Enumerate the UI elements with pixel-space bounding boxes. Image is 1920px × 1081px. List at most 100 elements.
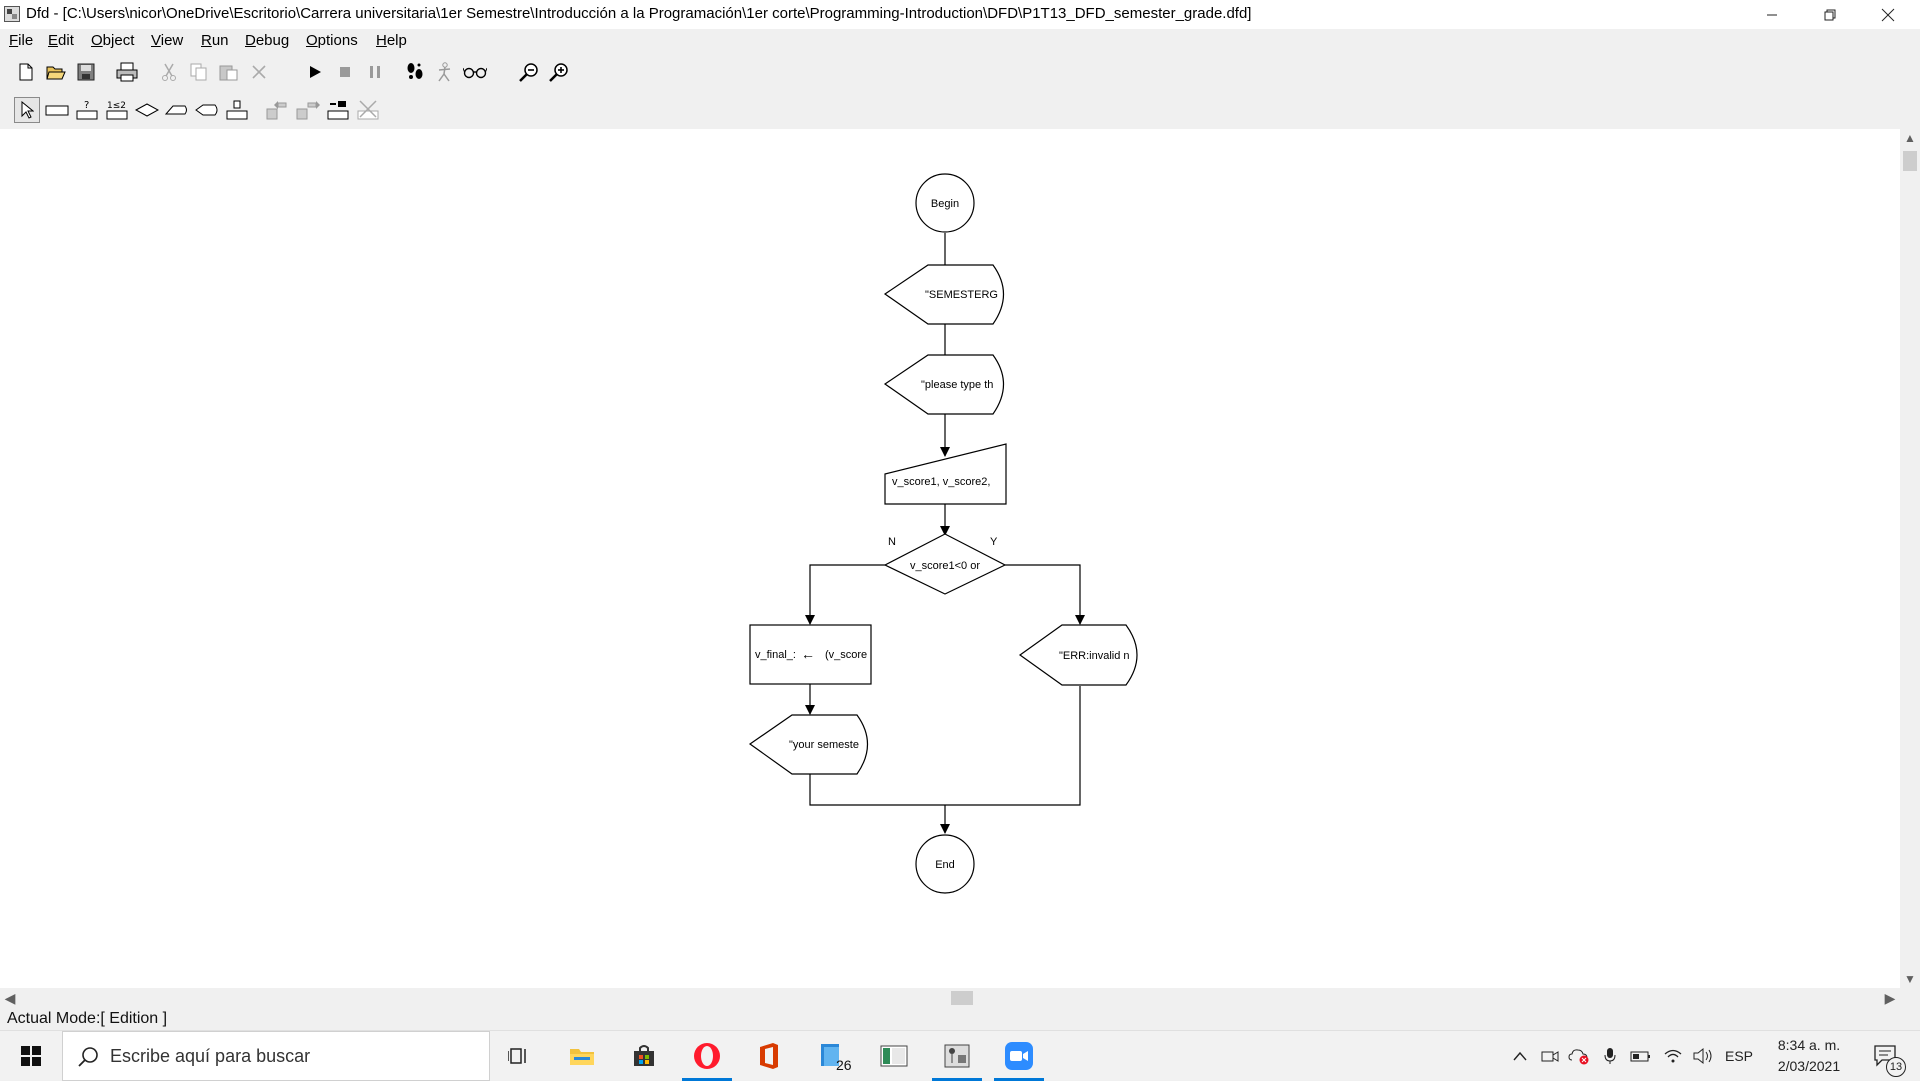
insert-before-tool[interactable] xyxy=(265,97,291,123)
files-app-button[interactable]: 26 xyxy=(803,1031,861,1081)
step-by-step-button[interactable] xyxy=(432,59,458,85)
clock-area[interactable]: 8:34 a. m. 2/03/2021 xyxy=(1764,1035,1854,1077)
end-node xyxy=(915,834,975,894)
play-icon xyxy=(310,66,321,78)
start-button[interactable] xyxy=(2,1031,60,1081)
wifi-icon xyxy=(1664,1049,1682,1063)
menu-file[interactable]: File xyxy=(9,32,34,49)
close-button[interactable] xyxy=(1859,0,1917,29)
output-tool[interactable] xyxy=(164,97,190,123)
cursor-tool[interactable] xyxy=(14,97,40,123)
meet-now-tray[interactable] xyxy=(1538,1031,1562,1081)
zoom-out-button[interactable] xyxy=(516,59,542,85)
branch-yes-label: Y xyxy=(990,536,998,548)
read-node xyxy=(884,443,1007,505)
while-cycle-tool[interactable] xyxy=(194,97,220,123)
search-placeholder: Escribe aquí para buscar xyxy=(110,1046,311,1066)
taskbar-search[interactable]: Escribe aquí para buscar xyxy=(62,1031,490,1081)
opera-button[interactable] xyxy=(678,1031,736,1081)
walker-icon xyxy=(438,62,451,82)
office-button[interactable] xyxy=(740,1031,798,1081)
copy-button[interactable] xyxy=(186,59,212,85)
vertical-scrollbar[interactable]: ▲ ▼ xyxy=(1900,129,1920,988)
language-indicator[interactable]: ESP xyxy=(1724,1048,1753,1064)
step-button[interactable] xyxy=(402,59,428,85)
notifications-button[interactable]: 13 xyxy=(1866,1031,1906,1081)
new-subprogram-tool[interactable] xyxy=(325,97,351,123)
pause-button[interactable] xyxy=(362,59,388,85)
menu-edit[interactable]: Edit xyxy=(48,32,74,49)
cloud-error-tray[interactable] xyxy=(1566,1031,1592,1081)
store-button[interactable] xyxy=(615,1031,673,1081)
for-cycle-tool[interactable]: 1≤2 xyxy=(104,97,130,123)
assignment-tool[interactable] xyxy=(44,97,70,123)
menu-bar: File Edit Object View Run Debug Options … xyxy=(0,29,1920,53)
menu-object[interactable]: Object xyxy=(91,32,135,49)
chevron-up-icon xyxy=(1513,1051,1527,1061)
menu-help[interactable]: Help xyxy=(376,32,407,49)
battery-tray[interactable] xyxy=(1628,1031,1654,1081)
subprogram-tool[interactable] xyxy=(224,97,250,123)
assignment-right-label: (v_score xyxy=(825,649,867,661)
read-tool[interactable]: ? xyxy=(74,97,100,123)
menu-view[interactable]: View xyxy=(151,32,184,49)
insert-after-tool[interactable] xyxy=(295,97,321,123)
task-view-button[interactable] xyxy=(490,1031,548,1081)
notification-center-icon xyxy=(1874,1045,1896,1067)
paste-button[interactable] xyxy=(216,59,242,85)
save-icon xyxy=(77,63,95,81)
scroll-up-icon[interactable]: ▲ xyxy=(1904,131,1916,145)
delete-subprogram-tool[interactable] xyxy=(355,97,381,123)
microphone-tray[interactable] xyxy=(1598,1031,1622,1081)
horizontal-scroll-thumb[interactable] xyxy=(951,991,973,1005)
copy-icon xyxy=(190,63,207,81)
stop-button[interactable] xyxy=(332,59,358,85)
vertical-scroll-thumb[interactable] xyxy=(1903,151,1917,171)
volume-tray[interactable] xyxy=(1690,1031,1716,1081)
paste-icon xyxy=(219,65,238,81)
pause-icon xyxy=(370,66,380,78)
dfd-app-icon xyxy=(4,6,20,22)
scroll-right-icon[interactable]: ▶ xyxy=(1884,989,1896,1006)
delete-button[interactable] xyxy=(246,59,272,85)
green-app-button[interactable] xyxy=(865,1031,923,1081)
menu-run[interactable]: Run xyxy=(201,32,229,49)
clock-date: 2/03/2021 xyxy=(1777,1058,1841,1074)
flowchart-canvas[interactable]: Begin "SEMESTERG "please type th v_score… xyxy=(0,129,1900,988)
wifi-tray[interactable] xyxy=(1660,1031,1686,1081)
assignment-arrow: ← xyxy=(801,646,815,662)
minimize-button[interactable] xyxy=(1743,0,1801,29)
scroll-down-icon[interactable]: ▼ xyxy=(1904,972,1916,986)
open-button[interactable] xyxy=(43,59,69,85)
output-node-1 xyxy=(883,264,1004,325)
save-button[interactable] xyxy=(73,59,99,85)
open-folder-icon xyxy=(46,66,66,80)
decision-tool[interactable] xyxy=(134,97,160,123)
run-button[interactable] xyxy=(302,59,328,85)
restore-button[interactable] xyxy=(1801,0,1859,29)
menu-options[interactable]: Options xyxy=(306,32,358,49)
cut-button[interactable] xyxy=(156,59,182,85)
dfd-taskbar-button[interactable] xyxy=(928,1031,986,1081)
show-hidden-icons-button[interactable] xyxy=(1508,1031,1532,1081)
output-node-3 xyxy=(748,714,868,775)
new-file-icon xyxy=(19,63,33,81)
insert-before-icon xyxy=(266,101,287,120)
print-button[interactable] xyxy=(114,59,140,85)
output-node-2 xyxy=(883,354,1004,415)
horizontal-scrollbar[interactable]: ◀ ▶ xyxy=(0,988,1900,1008)
zoom-in-icon xyxy=(549,63,568,82)
zoom-out-icon xyxy=(519,63,538,82)
zoom-button[interactable] xyxy=(990,1031,1048,1081)
output-2-label: "please type th xyxy=(921,379,993,391)
stop-icon xyxy=(340,67,350,77)
menu-debug[interactable]: Debug xyxy=(245,32,290,49)
scroll-left-icon[interactable]: ◀ xyxy=(4,989,16,1006)
file-explorer-button[interactable] xyxy=(553,1031,611,1081)
watch-button[interactable] xyxy=(462,59,488,85)
new-file-button[interactable] xyxy=(13,59,39,85)
zoom-in-button[interactable] xyxy=(546,59,572,85)
delete-subprogram-icon xyxy=(357,100,379,120)
read-label: v_score1, v_score2, xyxy=(892,476,990,488)
folder-icon xyxy=(570,1049,594,1065)
